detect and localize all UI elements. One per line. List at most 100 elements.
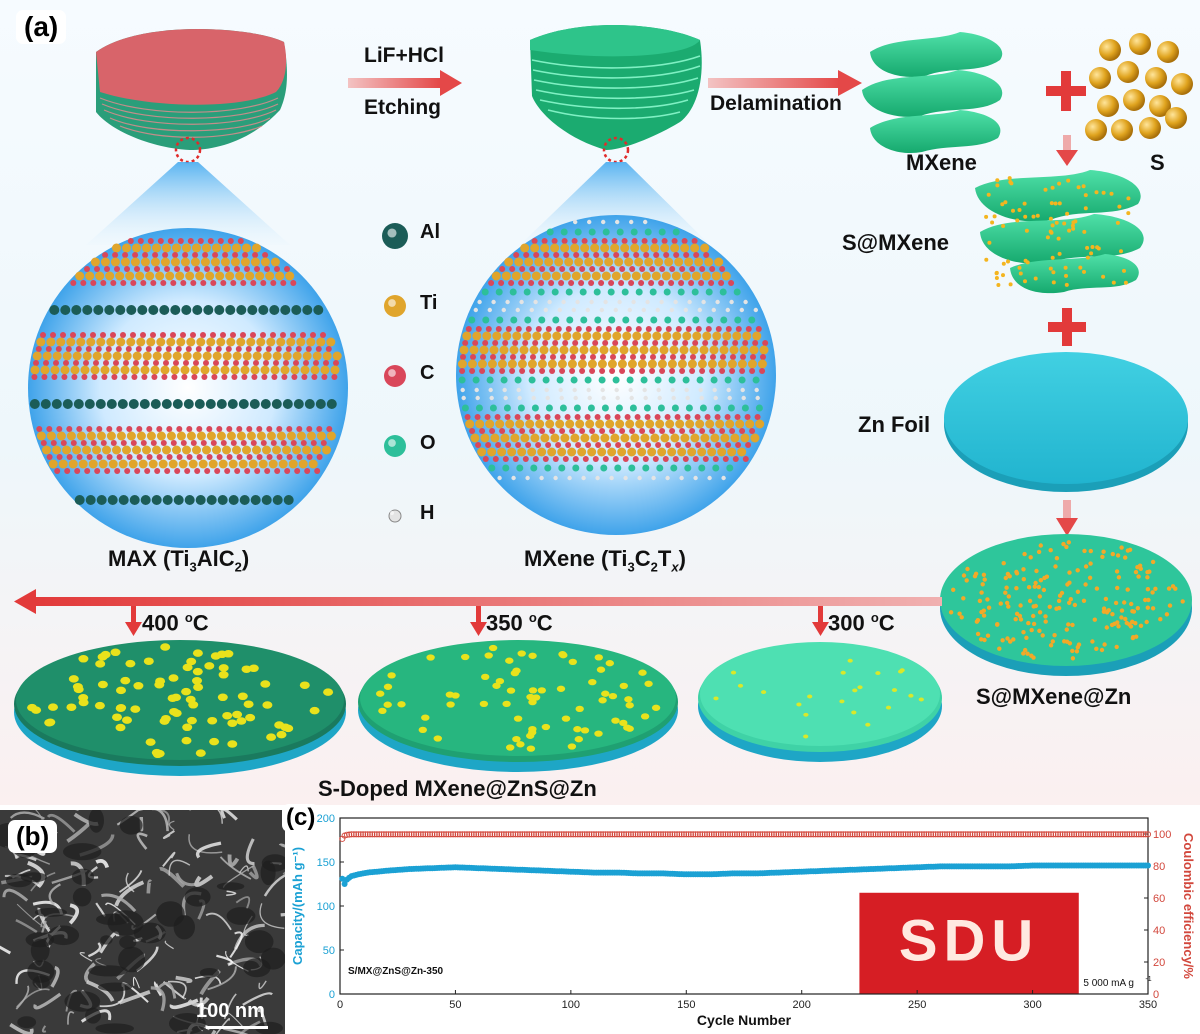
coulombic-efficiency-series <box>339 831 1152 842</box>
efficiency-point <box>1124 831 1131 838</box>
efficiency-point <box>807 831 814 838</box>
efficiency-point <box>674 831 681 838</box>
efficiency-point <box>669 831 676 838</box>
efficiency-point <box>1059 831 1066 838</box>
efficiency-point <box>780 831 787 838</box>
efficiency-point <box>1013 831 1020 838</box>
efficiency-point <box>987 831 995 838</box>
efficiency-point <box>715 831 722 838</box>
efficiency-point <box>380 831 387 838</box>
efficiency-point <box>491 831 498 838</box>
temp-drop-arrows <box>125 606 829 636</box>
efficiency-point <box>664 831 671 838</box>
efficiency-point <box>856 831 863 838</box>
efficiency-point <box>394 831 401 838</box>
efficiency-point <box>874 831 881 838</box>
efficiency-point <box>519 831 526 838</box>
efficiency-point <box>863 831 870 838</box>
down-arrow-1 <box>1056 135 1078 166</box>
efficiency-point <box>1047 831 1055 838</box>
efficiency-point <box>438 831 445 838</box>
efficiency-point <box>376 831 383 838</box>
efficiency-point <box>420 831 427 838</box>
efficiency-point <box>764 831 771 838</box>
efficiency-point <box>833 831 840 838</box>
efficiency-point <box>955 831 962 838</box>
efficiency-point <box>602 831 609 838</box>
efficiency-point <box>1108 831 1115 838</box>
legend-label-al: Al <box>420 221 440 243</box>
efficiency-point <box>948 831 955 838</box>
efficiency-point <box>1057 831 1064 838</box>
efficiency-point <box>514 831 521 838</box>
efficiency-point <box>694 831 701 838</box>
efficiency-point <box>526 831 533 838</box>
sdu-photo-inset: SDU <box>859 892 1079 994</box>
disc-300c <box>698 642 942 762</box>
zn-foil-illustration <box>944 352 1188 492</box>
efficiency-point <box>417 831 424 838</box>
efficiency-point <box>510 831 517 838</box>
max-block-illustration <box>96 28 287 164</box>
efficiency-point <box>401 831 408 838</box>
efficiency-point <box>406 831 413 838</box>
efficiency-point <box>450 831 457 838</box>
efficiency-point <box>734 831 741 838</box>
x-tick-label: 0 <box>337 999 343 1011</box>
efficiency-point <box>994 831 1001 838</box>
efficiency-point <box>1126 831 1133 838</box>
efficiency-point <box>1131 831 1138 838</box>
efficiency-point <box>639 831 646 838</box>
efficiency-point <box>962 831 969 838</box>
legend-label-ti: Ti <box>420 292 438 314</box>
panel-c-tag: (c) <box>282 804 320 832</box>
efficiency-point <box>348 831 355 838</box>
efficiency-point <box>743 831 750 838</box>
sample-label: S/MX@ZnS@Zn-350 <box>348 966 444 977</box>
efficiency-point <box>489 831 496 838</box>
efficiency-point <box>343 831 350 838</box>
efficiency-point <box>747 831 754 838</box>
product-label: S-Doped MXene@ZnS@Zn <box>318 776 597 801</box>
plus-icon-2 <box>1048 308 1086 346</box>
efficiency-point <box>794 831 801 838</box>
efficiency-point <box>854 831 861 838</box>
efficiency-point <box>1064 831 1071 838</box>
efficiency-point <box>722 831 729 838</box>
efficiency-point <box>443 831 450 838</box>
efficiency-point <box>1089 831 1096 838</box>
efficiency-point <box>572 831 579 838</box>
efficiency-point <box>537 831 544 838</box>
efficiency-point <box>470 831 477 838</box>
legend-label-h: H <box>420 502 435 524</box>
max-formula-label: MAX (Ti3AlC2) <box>108 546 250 575</box>
temp-label-400: 400 oC <box>142 610 209 636</box>
efficiency-point <box>1091 831 1098 838</box>
efficiency-point <box>1008 831 1015 838</box>
efficiency-point <box>757 831 764 838</box>
efficiency-point <box>544 831 551 838</box>
efficiency-point <box>1022 831 1029 838</box>
annealing-arrow <box>14 589 942 614</box>
efficiency-point <box>777 831 784 838</box>
s-mxene-zn-label: S@MXene@Zn <box>976 684 1132 709</box>
y2-axis-label: Coulombic efficiency/% <box>1181 833 1196 979</box>
efficiency-point <box>426 831 434 838</box>
efficiency-point <box>588 831 595 838</box>
x-tick-label: 250 <box>908 999 926 1011</box>
efficiency-point <box>680 831 688 838</box>
efficiency-point <box>787 831 794 838</box>
efficiency-point <box>685 831 692 838</box>
efficiency-point <box>683 831 690 838</box>
efficiency-point <box>463 831 471 838</box>
efficiency-point <box>1004 831 1011 838</box>
efficiency-point <box>798 831 805 838</box>
efficiency-point <box>879 831 886 838</box>
efficiency-point <box>759 831 766 838</box>
efficiency-point <box>911 831 918 838</box>
efficiency-point <box>408 831 415 838</box>
efficiency-point <box>655 831 662 838</box>
efficiency-point <box>992 831 999 838</box>
efficiency-point <box>396 831 404 838</box>
efficiency-point <box>667 831 674 838</box>
